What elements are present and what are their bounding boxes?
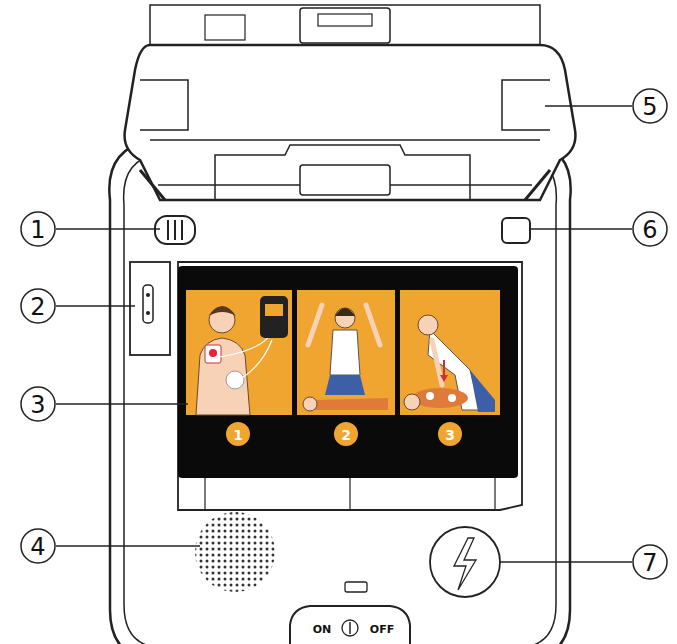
leader-line	[530, 228, 632, 229]
rescuer-legs	[325, 375, 365, 395]
callout-circle	[21, 212, 55, 246]
step-number: 2	[341, 428, 351, 442]
callout-number: 6	[642, 218, 657, 242]
leader-line	[56, 228, 160, 229]
vent-slot	[345, 582, 367, 592]
shock-button	[430, 527, 500, 597]
step-number: 1	[233, 428, 243, 442]
leader-line	[56, 305, 135, 306]
electrode-pad	[226, 371, 244, 389]
step-panel	[400, 290, 500, 415]
power-symbol	[342, 620, 358, 636]
patient-head	[404, 394, 420, 410]
power-switch	[290, 606, 410, 644]
callout-number: 7	[642, 551, 657, 575]
leader-line	[545, 105, 632, 106]
status-indicator	[502, 218, 530, 243]
callout-number: 2	[30, 295, 45, 319]
slot-opening	[143, 285, 153, 323]
electrode-pad	[448, 394, 456, 402]
patient-hair	[209, 306, 236, 316]
callout-circle	[21, 289, 55, 323]
leader-line	[56, 545, 200, 546]
callout-number: 4	[30, 535, 45, 559]
switch-grip	[168, 220, 182, 240]
screen	[178, 266, 518, 478]
lid-tab-slot	[300, 165, 390, 195]
patient-body	[412, 388, 468, 408]
switch-label: OFF	[370, 624, 394, 635]
slot-dot	[146, 293, 150, 297]
callout-circle	[21, 529, 55, 563]
switch-label: ON	[313, 624, 332, 635]
patient-head	[209, 307, 235, 333]
callout-circle	[21, 387, 55, 421]
leader-line	[56, 403, 188, 404]
rescuer-shirt	[330, 330, 360, 375]
compression-arrow-head	[440, 375, 448, 382]
rescuer-hair	[335, 308, 355, 316]
callout-circle	[633, 545, 667, 579]
pad-wire	[220, 335, 272, 378]
speaker	[195, 512, 275, 592]
lid-top	[150, 5, 540, 45]
patient-torso	[196, 338, 250, 415]
power-symbol-bar	[349, 622, 351, 634]
slot-dot	[146, 311, 150, 315]
lid-corner	[140, 170, 550, 200]
screen-frame	[178, 262, 522, 510]
rescuer-legs	[470, 370, 495, 412]
hinge	[205, 15, 245, 40]
screen-divider	[205, 478, 495, 510]
callout-number: 5	[642, 95, 657, 119]
device-body	[109, 140, 570, 644]
leader-line	[500, 561, 632, 562]
aed-unit	[260, 296, 288, 338]
latch-detail	[318, 14, 372, 26]
rescuer-head	[335, 308, 355, 328]
pad-heart	[209, 349, 217, 357]
step-disc	[334, 422, 358, 446]
pad-release-switch	[155, 216, 195, 244]
callout-circle	[633, 212, 667, 246]
lightning-symbol	[454, 538, 476, 590]
step-number: 3	[445, 428, 455, 442]
patient-head	[303, 397, 317, 411]
electrode-pad	[205, 345, 221, 363]
body-inner-edge	[124, 154, 557, 644]
callout-number: 1	[30, 218, 45, 242]
rescuer-head	[418, 315, 438, 335]
step-panel	[297, 290, 395, 415]
electrode-pad	[426, 392, 434, 400]
lid-tab	[215, 145, 470, 200]
rescuer-arm	[432, 340, 442, 385]
aed-unit-screen	[265, 304, 283, 316]
lid	[125, 45, 576, 200]
lid-side-grip	[140, 80, 550, 130]
callout-circle	[633, 89, 667, 123]
card-slot	[130, 262, 170, 355]
callout-number: 3	[30, 393, 45, 417]
step-disc	[438, 422, 462, 446]
step-panel	[186, 290, 292, 415]
patient-body	[315, 398, 388, 410]
latch	[300, 8, 390, 43]
step-disc	[226, 422, 250, 446]
